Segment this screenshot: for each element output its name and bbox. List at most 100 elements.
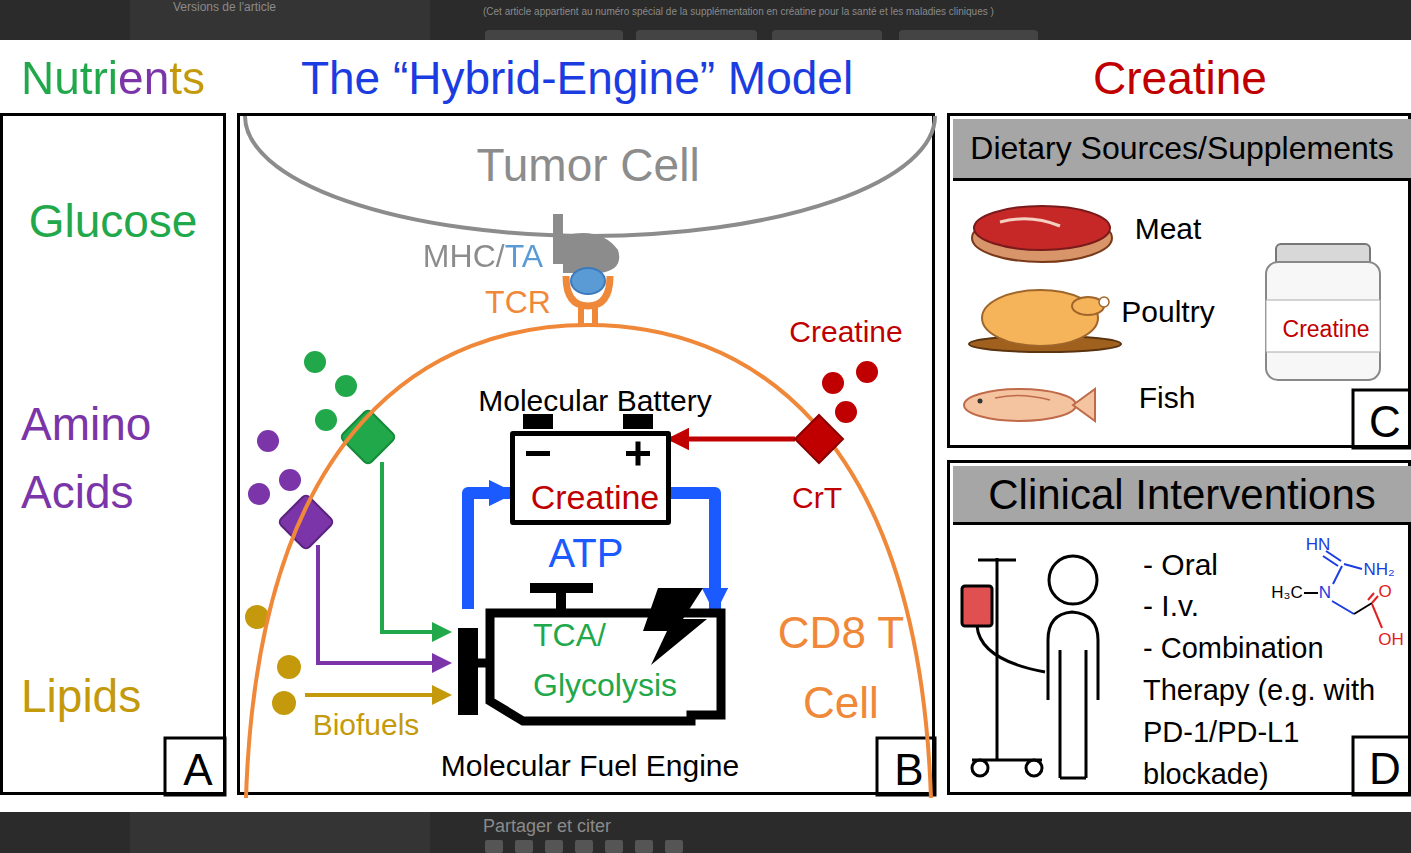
amino-acid-transporter: [248, 483, 270, 505]
cell-outline-drawing: [245, 116, 935, 236]
mhc-tcr-complex: [578, 305, 584, 324]
patient-iv-icon: [978, 559, 1016, 562]
patient-iv-icon: [1048, 612, 1098, 778]
engine-label: TCA/ Glycolysis: [533, 610, 693, 710]
fuel-label: Biofuels: [313, 708, 420, 743]
energy-label: ATP: [549, 530, 624, 576]
mhc-tcr-complex: [553, 214, 619, 324]
amino-acid-transporter: [248, 430, 448, 663]
food-name: Meat: [1135, 212, 1202, 247]
panel-title: The “Hybrid-Engine” Model: [301, 52, 853, 105]
creatine-transporter-drawing: [795, 415, 843, 463]
tumor-cell-membrane: [245, 116, 935, 236]
nutrient-name: Glucose: [29, 195, 198, 248]
formula-atom: HN: [1306, 535, 1331, 555]
food-fish: [978, 399, 983, 404]
amino-acid-transporter: [318, 545, 448, 663]
formula-atom: OH: [1378, 630, 1404, 650]
lipid-biofuels: [245, 605, 448, 715]
lipid-biofuels: [272, 691, 296, 715]
cell-outline-drawing: [246, 325, 931, 798]
glucose-transporter: [304, 351, 448, 632]
mhc-tcr-complex: [592, 305, 598, 324]
page-chrome: [665, 840, 683, 853]
panel-letter: B: [894, 745, 923, 796]
molecule-label: TCR: [485, 284, 551, 321]
lipid-biofuels: [305, 693, 448, 697]
panel-letter-boxes: [165, 738, 225, 795]
supplement-jar: [1266, 244, 1380, 380]
panel-letter-boxes: [165, 390, 1411, 795]
jar-label: Creatine: [1283, 316, 1370, 342]
food-poultry: [969, 290, 1121, 352]
list-item: - Oral: [1143, 548, 1218, 583]
engine-handle: [530, 583, 593, 593]
energy-arrow: [468, 493, 510, 609]
uptake-arrow: [671, 437, 795, 442]
creatine-transporter: CrT: [795, 415, 843, 463]
formula-atom: H₃C: [1271, 583, 1302, 603]
page-chrome: [545, 840, 563, 853]
panel-letter: D: [1369, 744, 1401, 795]
page-chrome-text: Partager et citer: [483, 816, 611, 837]
battery-label: Creatine: [531, 478, 660, 517]
patient-iv-icon: [972, 760, 988, 776]
creatine-molecules: [856, 361, 878, 383]
panel-box: Tumor CellMolecular BatteryCreatineTCA/ …: [237, 113, 935, 795]
page-chrome: [635, 840, 653, 853]
patient-iv-icon: [962, 556, 1098, 778]
cell-outline: Tumor Cell: [243, 116, 937, 238]
glucose-transporter: [315, 409, 337, 431]
cell-name: CD8 T Cell: [766, 598, 916, 738]
glucose-transporter: [335, 375, 357, 397]
engine-shape-drawing: [458, 583, 721, 721]
part-heading: Molecular Fuel Engine: [441, 749, 740, 784]
lightning-bolt: [643, 588, 707, 665]
creatine-formula-bonds: [1354, 603, 1372, 614]
cell-name: Tumor Cell: [476, 139, 699, 192]
glucose-transporter: [382, 462, 448, 632]
creatine-molecules: [822, 372, 844, 394]
patient-iv-icon: [1049, 556, 1097, 604]
nutrient-name: Amino Acids: [21, 390, 211, 526]
header-band: Dietary Sources/Supplements: [953, 119, 1411, 181]
creatine-formula-bonds: [1333, 566, 1342, 584]
mhc-tcr-complex: [571, 268, 605, 294]
amino-acid-transporter: [278, 494, 335, 551]
patient-iv-icon: [996, 558, 999, 760]
battery-terminals: [526, 451, 550, 456]
lipid-biofuels: [277, 655, 301, 679]
creatine-formula-bonds: [1323, 556, 1338, 566]
panel-letter: A: [183, 745, 212, 796]
engine-bar: [458, 628, 478, 715]
page-chrome: [575, 840, 593, 853]
mhc-tcr-complex: [563, 233, 619, 273]
supplement-jar: Creatine: [1269, 265, 1383, 383]
battery-terminals: [523, 414, 653, 466]
transporter-diamond: [795, 415, 843, 463]
engine-shape: TCA/ GlycolysisMolecular Fuel Engine: [458, 609, 725, 725]
panel-title: Creatine: [1093, 52, 1267, 105]
creatine-molecules: [835, 401, 857, 423]
molecule-label: MHC/TA: [423, 238, 543, 275]
food-steak: [972, 206, 1112, 262]
page-chrome-text: (Cet article appartient au numéro spécia…: [483, 6, 994, 18]
creatine-formula-bonds: [1332, 601, 1354, 614]
panel-letter: C: [1369, 397, 1401, 448]
t-cell-membrane: [246, 325, 931, 798]
creatine-formula-bonds: [1304, 592, 1318, 594]
figure-ground: [0, 40, 1411, 812]
page-chrome: [130, 812, 430, 853]
creatine-formula-bonds: [1368, 593, 1374, 600]
food-name: Fish: [1139, 381, 1196, 416]
creatine-molecules: [822, 361, 878, 423]
food-fish: [1073, 389, 1095, 421]
panel-box: Clinical Interventions- Oral- I.v.- Comb…: [947, 460, 1411, 795]
food-poultry: [1099, 297, 1109, 307]
supplement-jar: [1266, 262, 1380, 380]
panel-letter-boxes: [1353, 737, 1411, 795]
amino-acid-transporter: [257, 430, 279, 452]
page-chrome: [515, 840, 533, 853]
food-name: Poultry: [1121, 295, 1214, 330]
